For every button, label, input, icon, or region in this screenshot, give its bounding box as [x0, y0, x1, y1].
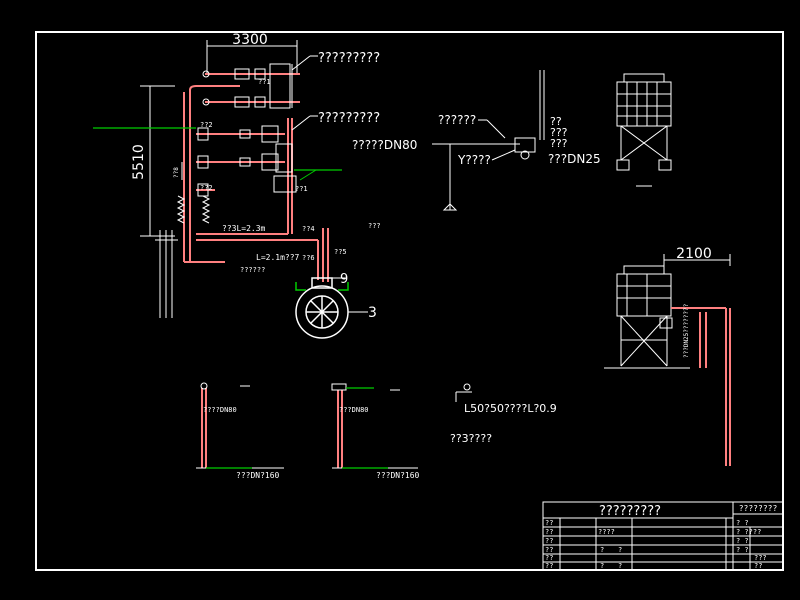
- dn80-callout: ?????DN80: [352, 138, 417, 152]
- detail-2: [337, 390, 343, 468]
- detail-2-label: ???DN80: [339, 406, 369, 414]
- spring-supports: [155, 162, 211, 318]
- pipe-tag-6: ??5: [334, 248, 347, 256]
- dimension-2100-label: 2100: [676, 246, 712, 262]
- pump-brackets: [295, 282, 349, 291]
- dimension-3300: [206, 40, 298, 74]
- detail-2-bottom: ???DN?160: [376, 471, 420, 480]
- green-leaders: [93, 127, 342, 171]
- y-strainer-callout: Y????: [457, 153, 491, 167]
- pipe-tag-2: ??2: [200, 121, 213, 129]
- detail-1: [201, 388, 207, 468]
- dn25-callout: ???DN25: [548, 152, 601, 166]
- cooling-tower-bottom: [604, 265, 690, 369]
- length-label-2: L=2.1m??7: [256, 253, 300, 262]
- pipe-tag-4: ??1: [295, 185, 308, 193]
- tb-row-6-c2: ?: [600, 562, 604, 570]
- pump-symbol: [295, 277, 349, 339]
- tb-right-5: ???: [754, 554, 767, 562]
- tb-row-5-c1: ??: [545, 554, 553, 562]
- green-leader-diag: [299, 169, 317, 181]
- tb-row-6-c3: ?: [618, 562, 622, 570]
- pipe-system-main: [183, 73, 329, 282]
- tower-label-2: ???: [550, 126, 568, 139]
- tb-row-6-c1: ??: [545, 562, 553, 570]
- angle-label: L50?50????L?0.9: [464, 402, 557, 415]
- title-block-title: ?????????: [599, 504, 661, 519]
- dimension-5510: [140, 85, 175, 237]
- title-block-code: ????????: [739, 504, 778, 513]
- material-note: ??3????: [450, 432, 492, 445]
- angle-detail: [455, 383, 472, 402]
- tb-right-6: ??: [754, 562, 762, 570]
- cooling-tower-top: [616, 73, 672, 187]
- tb-right-1: ? ?: [736, 519, 749, 527]
- pipe-tag-7: ??6: [302, 254, 315, 262]
- dimension-5510-label: 5510: [131, 144, 147, 180]
- tb-right-3: ? ?: [736, 537, 749, 545]
- tower-label-3: ???: [550, 137, 568, 150]
- length-label-1: ??3L=2.3m: [222, 224, 266, 233]
- valve-callout: ??????: [438, 113, 476, 127]
- tb-row-1-c1: ??: [545, 519, 553, 527]
- tower-pipe-return: [671, 307, 731, 466]
- title-block: [542, 501, 784, 571]
- tb-row-4-c3: ?: [618, 546, 622, 554]
- detail-1-label: ????DN80: [203, 406, 237, 414]
- tower-label-1: ??: [550, 115, 562, 128]
- detail-1-bottom: ???DN?160: [236, 471, 280, 480]
- valve-detail: [432, 70, 545, 211]
- pipe-tag-5: ??4: [302, 225, 315, 233]
- pipe-tag-1: ??1: [258, 78, 271, 86]
- small-note-2: ???: [368, 222, 381, 230]
- tb-row-4-c1: ??: [545, 546, 553, 554]
- dimension-2100: [663, 254, 731, 266]
- tb-right-4: ? ?: [736, 546, 749, 554]
- drawing-frame: [35, 31, 784, 571]
- tb-row-3-c1: ??: [545, 537, 553, 545]
- small-note-1: ??????: [240, 266, 265, 274]
- elevation-label: ???DN25????????: [683, 303, 690, 358]
- len-label-3: ??8: [173, 167, 180, 178]
- tb-row-2-c2: ????: [598, 528, 615, 536]
- callout-leaders: [291, 55, 318, 131]
- item-9-label: 9: [340, 272, 348, 287]
- dimension-3300-label: 3300: [232, 32, 268, 48]
- top-callout-1: ?????????: [318, 51, 380, 66]
- tb-right-2: ? ????: [736, 528, 761, 536]
- item-3-label: 3: [368, 305, 377, 321]
- tb-row-2-c1: ??: [545, 528, 553, 536]
- top-callout-2: ?????????: [318, 111, 380, 126]
- pipe-tag-3: ??2: [200, 184, 213, 192]
- title-block-rows: ?? ?? ???? ?? ?? ? ? ?? ?? ? ? ? ? ? ???…: [545, 519, 767, 570]
- tb-row-4-c2: ?: [600, 546, 604, 554]
